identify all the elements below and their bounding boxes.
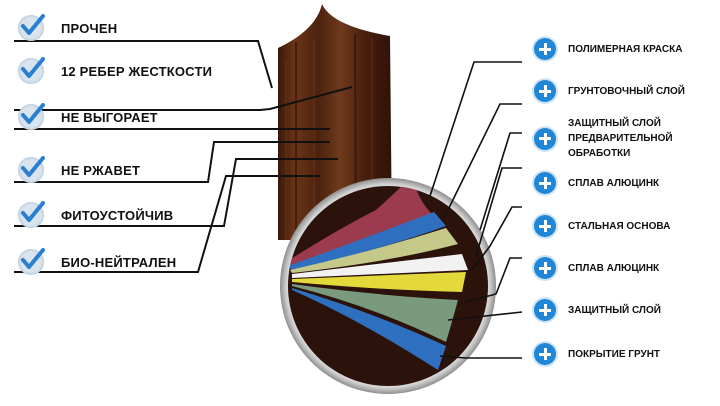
- feature-label: БИО-НЕЙТРАЛЕН: [61, 254, 177, 270]
- plus-icon: [534, 343, 556, 365]
- plus-icon: [534, 215, 556, 237]
- checkmark-icon: [18, 201, 45, 228]
- feature-durable: ПРОЧЕН: [18, 14, 118, 41]
- layer-label-line: ЗАЩИТНЫЙ СЛОЙ: [568, 118, 661, 129]
- feature-stiffening-ribs: 12 РЕБЕР ЖЕСТКОСТИ: [18, 57, 213, 84]
- plus-icon: [534, 172, 556, 194]
- checkmark-icon: [18, 248, 45, 275]
- feature-label: ПРОЧЕН: [61, 20, 118, 36]
- right-leader-lines: [429, 61, 523, 359]
- layer-primer-coating: ПОКРЫТИЕ ГРУНТ: [534, 343, 660, 365]
- layer-protective: ЗАЩИТНЫЙ СЛОЙ: [534, 299, 661, 321]
- layer-label: СПЛАВ АЛЮЦИНК: [568, 262, 660, 274]
- plus-icon: [534, 257, 556, 279]
- feature-no-fading: НЕ ВЫГОРАЕТ: [18, 103, 158, 130]
- checkmark-icon: [18, 14, 45, 41]
- checkmark-icon: [18, 156, 45, 183]
- layer-label: СПЛАВ АЛЮЦИНК: [568, 177, 660, 189]
- feature-label: ФИТОУСТОЙЧИВ: [61, 207, 174, 223]
- feature-label: 12 РЕБЕР ЖЕСТКОСТИ: [61, 63, 213, 79]
- checkmark-icon: [18, 103, 45, 130]
- plus-icon: [534, 299, 556, 321]
- layer-label: ГРУНТОВОЧНЫЙ СЛОЙ: [568, 85, 685, 97]
- feature-bio-neutral: БИО-НЕЙТРАЛЕН: [18, 248, 177, 275]
- checkmark-icon: [18, 57, 45, 84]
- plus-icon: [534, 38, 556, 60]
- layer-aluzinc-top: СПЛАВ АЛЮЦИНК: [534, 172, 659, 194]
- plus-icon: [534, 127, 556, 150]
- layer-label: ПОКРЫТИЕ ГРУНТ: [568, 348, 661, 360]
- left-leader-lines: [14, 40, 353, 273]
- feature-label: НЕ РЖАВЕТ: [61, 162, 141, 178]
- layer-polymer-paint: ПОЛИМЕРНАЯ КРАСКА: [534, 38, 682, 60]
- layer-label-line: ПРЕДВАРИТЕЛЬНОЙ: [568, 133, 673, 144]
- layer-label: СТАЛЬНАЯ ОСНОВА: [568, 220, 671, 232]
- layer-aluzinc-bottom: СПЛАВ АЛЮЦИНК: [534, 257, 659, 279]
- layer-steel-base: СТАЛЬНАЯ ОСНОВА: [534, 215, 670, 237]
- feature-label: НЕ ВЫГОРАЕТ: [61, 109, 158, 125]
- layer-label-line: ОБРАБОТКИ: [568, 148, 631, 159]
- feature-no-rust: НЕ РЖАВЕТ: [18, 156, 141, 183]
- plus-icon: [534, 80, 556, 102]
- feature-phyto-resistant: ФИТОУСТОЙЧИВ: [18, 201, 174, 228]
- cross-section-circle: [280, 178, 496, 394]
- layer-label: ЗАЩИТНЫЙ СЛОЙ: [568, 304, 661, 316]
- layer-primer: ГРУНТОВОЧНЫЙ СЛОЙ: [534, 80, 685, 102]
- layer-label: ПОЛИМЕРНАЯ КРАСКА: [568, 43, 683, 55]
- layer-label-multiline: ЗАЩИТНЫЙ СЛОЙ ПРЕДВАРИТЕЛЬНОЙ ОБРАБОТКИ: [568, 116, 673, 161]
- layer-pretreatment: ЗАЩИТНЫЙ СЛОЙ ПРЕДВАРИТЕЛЬНОЙ ОБРАБОТКИ: [534, 116, 673, 161]
